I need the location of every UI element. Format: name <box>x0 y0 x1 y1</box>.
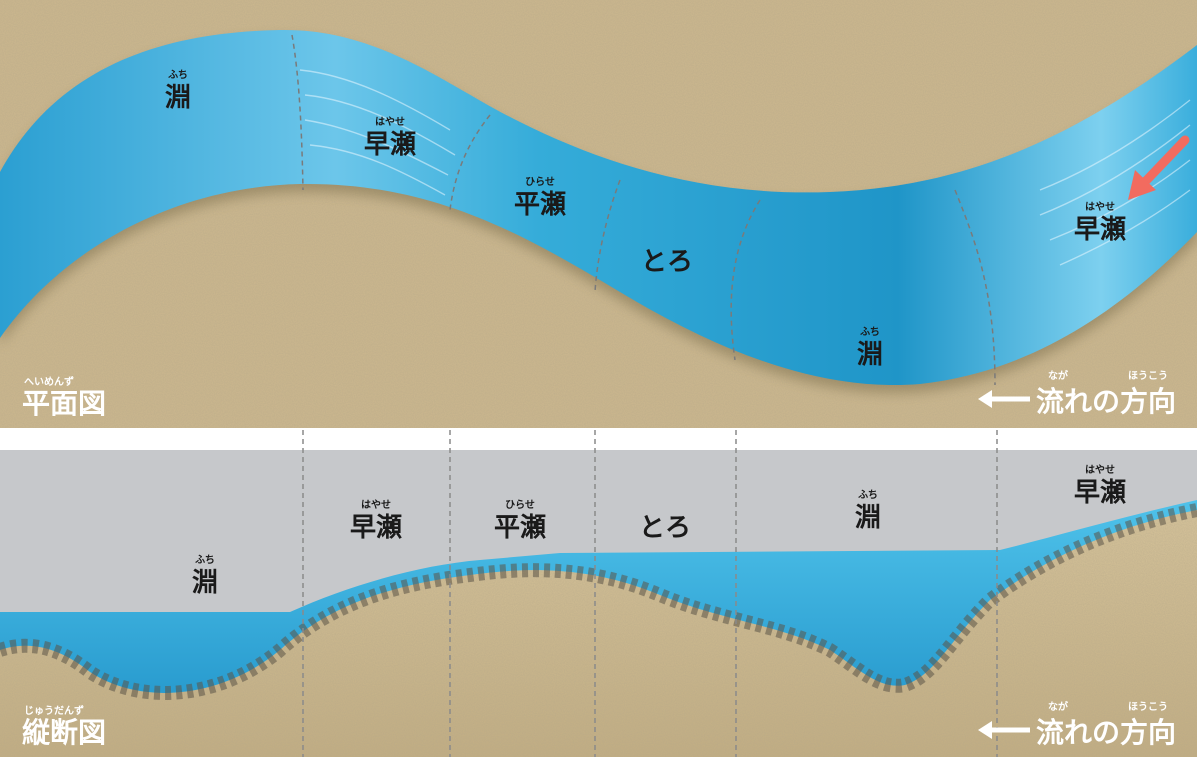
flow-ruby: なが <box>1048 369 1069 382</box>
plan-label-hirase: 平瀬 <box>514 190 566 220</box>
plan-divider <box>954 189 996 386</box>
flow-ruby: なが <box>1048 700 1069 713</box>
plan-label-ruby: はやせ <box>1085 201 1115 213</box>
section-label-ruby: ふち <box>195 554 215 566</box>
plan-view-panel: ふち 淵 はやせ 早瀬 ひらせ 平瀬 とろ ふち 淵 はやせ 早瀬 へいめんず … <box>0 0 1197 428</box>
plan-label-ruby: ひらせ <box>525 176 555 188</box>
plan-flow-label: 流れの方向 <box>1036 385 1176 418</box>
plan-label-hayase-2: 早瀬 <box>1074 215 1126 245</box>
plan-divider <box>730 199 761 361</box>
section-flow-direction: なが ほうこう 流れの方向 <box>978 700 1176 749</box>
pebble-band <box>0 503 1197 700</box>
plan-label-fuchi: 淵 <box>165 83 191 113</box>
plan-label-fuchi-2: 淵 <box>857 340 883 370</box>
section-label-hayase: 早瀬 <box>350 513 402 543</box>
plan-divider <box>291 34 304 191</box>
panel-separator <box>0 428 1197 450</box>
plan-section-dividers <box>291 34 996 386</box>
rapids-streaks <box>299 69 1191 266</box>
section-label-ruby: はやせ <box>361 499 391 511</box>
plan-label-ruby: ふち <box>860 326 880 338</box>
section-label-toro: とろ <box>639 513 691 543</box>
section-label-fuchi-2: 淵 <box>855 503 881 533</box>
section-label-ruby: ひらせ <box>505 499 535 511</box>
section-label-ruby: はやせ <box>1085 464 1115 476</box>
river-plan <box>0 29 1197 386</box>
section-dividers <box>302 430 998 757</box>
section-title-ruby: じゅうだんず <box>24 704 84 717</box>
section-label-ruby: ふち <box>858 489 878 501</box>
section-sand-texture <box>0 510 1197 757</box>
flow-ruby: ほうこう <box>1128 370 1168 382</box>
section-view-panel: ふち 淵 はやせ 早瀬 ひらせ 平瀬 とろ ふち 淵 はやせ 早瀬 じゅうだんず… <box>0 430 1197 757</box>
plan-label-toro: とろ <box>641 247 693 277</box>
plan-divider <box>449 114 491 211</box>
flow-arrow-red <box>1128 135 1190 200</box>
plan-flow-direction: なが ほうこう 流れの方向 <box>978 369 1176 418</box>
plan-label-ruby: はやせ <box>375 116 405 128</box>
section-label-hayase-2: 早瀬 <box>1074 478 1126 508</box>
flow-ruby: ほうこう <box>1128 701 1168 713</box>
section-title: 縦断図 <box>22 716 106 749</box>
plan-divider <box>594 179 621 293</box>
plan-title: 平面図 <box>22 387 106 420</box>
section-flow-label: 流れの方向 <box>1036 716 1176 749</box>
plan-title-ruby: へいめんず <box>24 375 74 388</box>
section-label-hirase: 平瀬 <box>494 513 546 543</box>
left-arrow-icon <box>978 390 992 408</box>
plan-label-hayase: 早瀬 <box>364 130 416 160</box>
plan-label-ruby: ふち <box>168 69 188 81</box>
section-label-fuchi: 淵 <box>192 568 218 598</box>
left-arrow-icon <box>978 721 992 739</box>
